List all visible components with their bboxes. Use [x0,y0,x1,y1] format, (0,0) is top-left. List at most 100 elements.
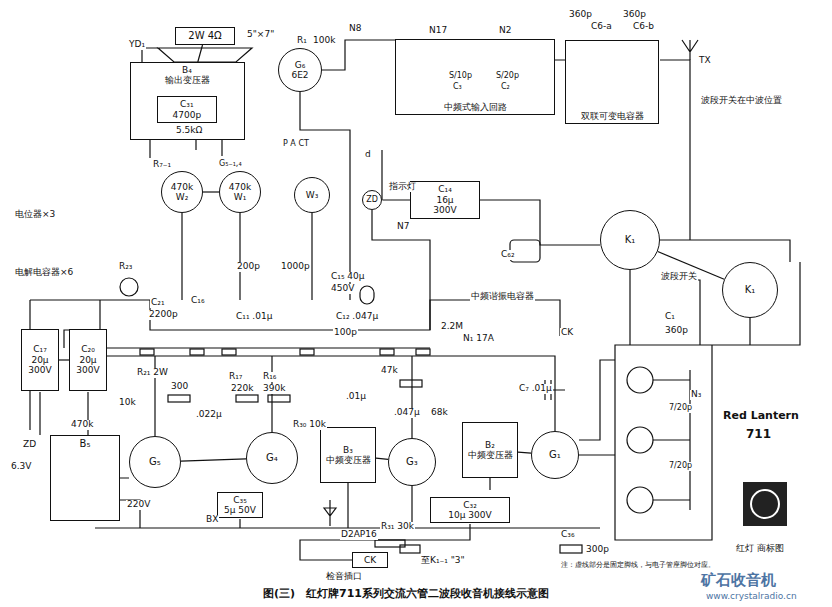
part-label: N₃ [690,390,702,400]
part-label: .022μ [195,410,223,420]
capacitor-symbol [400,545,420,553]
part-label: R₁₆ [262,372,277,382]
part-label: 5"×7" [246,30,275,40]
electrolytic-capacitor: C₁₇20μ300V [21,329,59,391]
wire [150,140,222,158]
part-label: C₂₁ [150,298,166,308]
node-text: CK [364,555,376,565]
node-text: 中频式输入回路 [444,102,507,112]
part-label: 红灯 商标图 [735,544,785,554]
part-label: C₁ [664,312,676,322]
connector [203,192,219,193]
resistor-symbol [168,395,190,402]
part-label: G₅₋₁,₄ [218,160,243,169]
part-label: .047μ [393,408,421,418]
part-label: 电解电容器×6 [14,268,74,278]
potentiometer-symbol [120,278,138,296]
capacitor-symbol [560,545,582,553]
wire [653,370,690,510]
node-text: G₅ [149,456,161,468]
part-label: 300 [170,382,189,392]
part-label: 指示灯 [388,182,417,192]
part-label: .01μ [345,392,367,402]
coil-frame: 中频式输入回路 [395,39,555,115]
part-label: C₁₂ .047μ [335,312,379,322]
connector [376,458,388,459]
node-text: B₃ [343,445,353,455]
node-text: 300V [28,365,51,375]
part-label: R₇₋₁ [152,160,172,170]
wire [480,200,600,245]
node-text: W₁ [234,192,247,202]
tube-socket: G₆6E2 [278,48,322,92]
potentiometer: 470kW₁ [219,171,261,213]
part-label: 波段开关 [660,272,698,282]
connector [59,360,69,361]
part-label: S/20p [495,72,520,81]
part-label: 6.3V [10,462,32,472]
brand-logo [743,482,787,526]
part-label: 至K₁₋₁ "3" [420,556,466,566]
part-label: CK [560,328,574,338]
part-label: TX [698,56,712,66]
connector-line [518,452,531,453]
part-label: YD₁ [128,40,146,50]
node-text: 4700p [172,110,201,120]
part-label: 100k [312,36,336,46]
part-label: 2.2M [440,322,464,332]
part-label: C₁₅ 40μ [330,272,366,282]
part-label: D2AP16 [340,530,378,540]
electrolytic-capacitor: C₂₀20μ300V [69,329,107,391]
node-text: 20μ [79,355,96,365]
part-label: 1000p [280,262,311,272]
pilot-lamp: ZD [362,190,383,211]
part-label: N17 [428,26,448,36]
connector [198,45,203,62]
tube-socket: G₄ [246,432,298,484]
resistor-symbol [236,395,258,402]
potentiometer: W₃ [294,177,330,213]
part-label: C₇ .01μ [518,384,553,394]
part-label: 2200p [148,310,179,320]
part-label: 注：虚线部分是固定脚线，与电子管座脚位对应。 [560,562,716,570]
band-switch: K₁ [722,262,778,318]
part-label: C₃ [452,83,463,92]
part-label: BX [205,515,219,525]
capacitor-box: C₃₂10μ 300V [430,497,510,524]
node-text: 20μ [31,355,48,365]
part-label: 360p [622,10,647,20]
node-text: G₃ [406,456,418,468]
part-label: 5.5kΩ [175,126,203,136]
diode-symbol [324,500,336,526]
node-text: 300V [433,205,456,215]
part-label: C₂ [500,83,511,92]
node-text: G₆ [295,60,306,70]
part-label: C6-b [632,22,655,32]
node-text: 中频变压器 [326,455,371,465]
part-label: R₂₁ 2W [136,368,169,378]
part-label: 711 [745,428,772,441]
part-label: C₁₆ [190,296,206,306]
node-text: 输出变压器 [165,75,210,85]
node-text: C₃₁ [180,99,194,109]
part-label: 68k [430,408,449,418]
part-label: R₁ [296,36,308,46]
part-label: 中频谐振电容器 [470,292,535,302]
part-label: R₃₁ 30k [380,522,415,532]
connector-line [376,458,388,459]
part-label: 470k [70,420,94,430]
part-label: ZD [22,440,37,450]
node-text: 470k [229,182,251,192]
resistor-symbol [400,380,422,387]
node-text: 16μ [436,195,453,205]
part-label: C₆₂ [500,250,516,260]
wire [372,150,430,330]
tube-socket: G₅ [129,436,181,488]
part-label: 220k [230,384,254,394]
node-text: C₃₂ [463,500,477,510]
node-text: C₃₅ [233,495,247,505]
part-label: S/10p [448,72,473,81]
part-label: 47k [380,366,399,376]
tube-socket: G₁ [531,431,579,479]
